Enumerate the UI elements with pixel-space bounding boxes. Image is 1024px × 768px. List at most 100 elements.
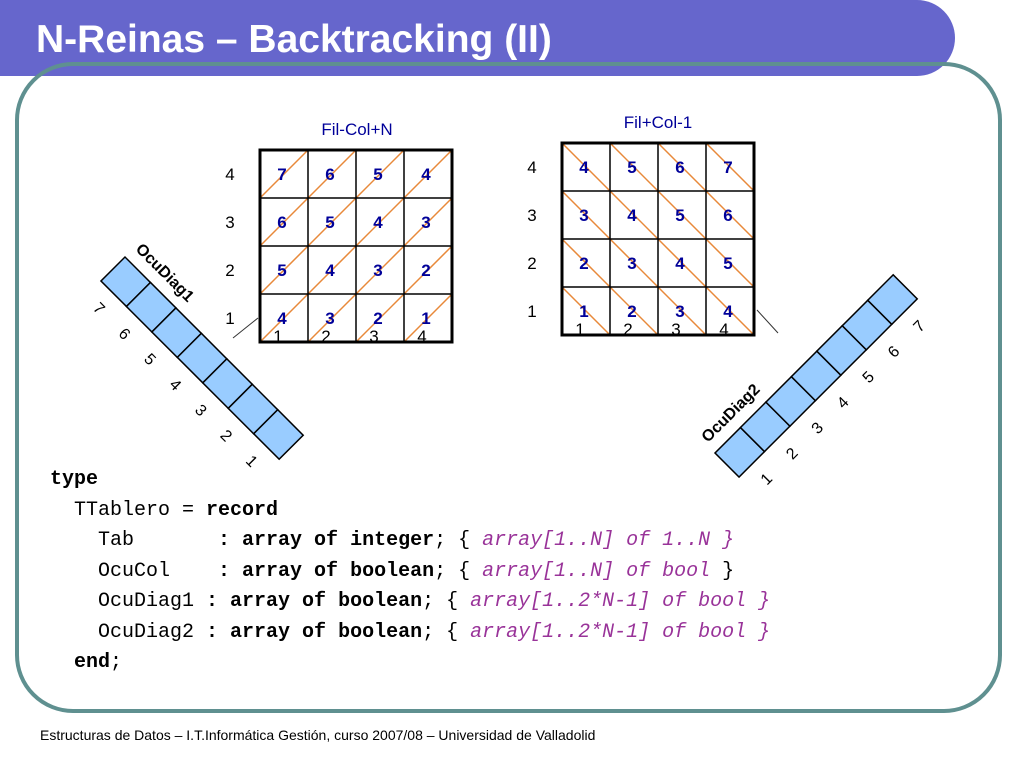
left-board-cell: 5 bbox=[277, 261, 286, 280]
diagonal-line bbox=[259, 149, 309, 199]
code-brace-open: { bbox=[434, 590, 471, 613]
left-board-cell: 4 bbox=[277, 309, 287, 328]
left-board-cell: 3 bbox=[373, 261, 382, 280]
diagonal-line bbox=[561, 142, 611, 192]
code-type-keyword: type bbox=[50, 468, 99, 491]
diagonal-line bbox=[561, 238, 611, 288]
right-board-row-label: 3 bbox=[527, 206, 536, 225]
right-board-label: Fil+Col-1 bbox=[624, 113, 693, 132]
code-brace-close: } bbox=[710, 559, 735, 583]
ocudiag1-index: 5 bbox=[140, 351, 158, 369]
code-colon: : bbox=[218, 559, 243, 583]
right-board-cell: 3 bbox=[579, 206, 588, 225]
ocudiag2-connector bbox=[756, 309, 779, 334]
right-board-cell: 3 bbox=[627, 254, 636, 273]
left-board-cell: 4 bbox=[421, 165, 431, 184]
footer-text: Estructuras de Datos – I.T.Informática G… bbox=[40, 727, 596, 743]
diagonal-line bbox=[307, 149, 357, 199]
right-board-col-label: 2 bbox=[623, 320, 632, 339]
code-field-type: array of boolean bbox=[230, 590, 423, 613]
code-field-name: OcuDiag2 bbox=[50, 620, 207, 644]
diagonal-line bbox=[403, 149, 453, 199]
diagonal-line bbox=[657, 142, 707, 192]
frame-gap bbox=[0, 76, 15, 131]
diagonal-line bbox=[355, 293, 405, 343]
left-board-col-label: 4 bbox=[417, 327, 426, 346]
diagonal-line bbox=[609, 286, 659, 336]
code-brace-close: } bbox=[746, 620, 771, 644]
diagonal-line bbox=[609, 142, 659, 192]
code-comment: array[1..2*N-1] of bool bbox=[470, 590, 747, 613]
left-board-cell: 6 bbox=[277, 213, 286, 232]
left-board-row-label: 3 bbox=[225, 213, 234, 232]
ocudiag2-index: 7 bbox=[911, 318, 929, 336]
diagonal-line bbox=[705, 286, 755, 336]
right-board-cell: 1 bbox=[579, 302, 588, 321]
diagonal-line bbox=[561, 190, 611, 240]
right-board-col-label: 3 bbox=[671, 320, 680, 339]
ocudiag2-cell bbox=[866, 273, 919, 326]
diagonal-line bbox=[307, 197, 357, 247]
right-board-col-label: 1 bbox=[575, 320, 584, 339]
board-border bbox=[560, 141, 756, 337]
diagonal-line bbox=[657, 286, 707, 336]
code-indent bbox=[50, 651, 74, 674]
left-board-cell: 6 bbox=[325, 165, 334, 184]
left-board-row-label: 4 bbox=[225, 165, 234, 184]
code-colon: : bbox=[206, 620, 231, 644]
diagonal-line bbox=[609, 238, 659, 288]
right-board-row-label: 1 bbox=[527, 302, 536, 321]
code-semicolon: ; bbox=[422, 590, 435, 613]
right-board-cell: 6 bbox=[723, 206, 732, 225]
code-comment: array[1..N] of bool bbox=[482, 559, 711, 583]
left-board-row-label: 2 bbox=[225, 261, 234, 280]
ocudiag2-index: 4 bbox=[834, 394, 852, 412]
code-brace-close: } bbox=[710, 529, 735, 552]
right-board-row-label: 2 bbox=[527, 254, 536, 273]
left-board-cell: 2 bbox=[421, 261, 430, 280]
left-board-cell: 5 bbox=[373, 165, 382, 184]
code-field-name: Tab bbox=[50, 529, 219, 552]
ocudiag1-cell bbox=[252, 408, 305, 461]
left-board-cell: 3 bbox=[325, 309, 334, 328]
left-board-col-label: 3 bbox=[369, 327, 378, 346]
diagonal-line bbox=[259, 293, 309, 343]
diagonal-line bbox=[609, 190, 659, 240]
diagonal-line bbox=[355, 149, 405, 199]
code-field-name: OcuDiag1 bbox=[50, 590, 207, 613]
right-board-cell: 6 bbox=[675, 158, 684, 177]
code-brace-open: { bbox=[446, 529, 483, 552]
left-board-cell: 2 bbox=[373, 309, 382, 328]
ocudiag2-index: 3 bbox=[809, 419, 827, 437]
code-type-name: TTablero = bbox=[50, 498, 207, 522]
right-board-cell: 4 bbox=[579, 158, 589, 177]
code-semicolon: ; bbox=[110, 651, 123, 674]
diagonal-line bbox=[705, 190, 755, 240]
code-field-type: array of boolean bbox=[230, 620, 423, 644]
code-end-keyword: end bbox=[74, 651, 111, 674]
content-frame bbox=[15, 62, 1002, 713]
diagonal-line bbox=[355, 245, 405, 295]
right-board-cell: 3 bbox=[675, 302, 684, 321]
diagonal-line bbox=[705, 238, 755, 288]
diagonal-line bbox=[259, 197, 309, 247]
board-border bbox=[258, 148, 454, 344]
ocudiag1-index: 6 bbox=[115, 325, 133, 343]
left-board-label: Fil-Col+N bbox=[321, 120, 392, 139]
right-board-cell: 7 bbox=[723, 158, 732, 177]
diagonal-line bbox=[705, 142, 755, 192]
code-brace-close: } bbox=[746, 590, 771, 613]
diagonal-line bbox=[355, 197, 405, 247]
diagonal-line bbox=[561, 286, 611, 336]
diagonal-line bbox=[259, 245, 309, 295]
code-colon: : bbox=[206, 590, 231, 613]
left-board-cell: 7 bbox=[277, 165, 286, 184]
diagonal-line bbox=[403, 245, 453, 295]
code-field-name: OcuCol bbox=[50, 559, 219, 583]
code-semicolon: ; bbox=[422, 620, 435, 644]
right-board-row-label: 4 bbox=[527, 158, 536, 177]
left-board-cell: 1 bbox=[421, 309, 430, 328]
ocudiag1-index: 7 bbox=[89, 300, 107, 318]
